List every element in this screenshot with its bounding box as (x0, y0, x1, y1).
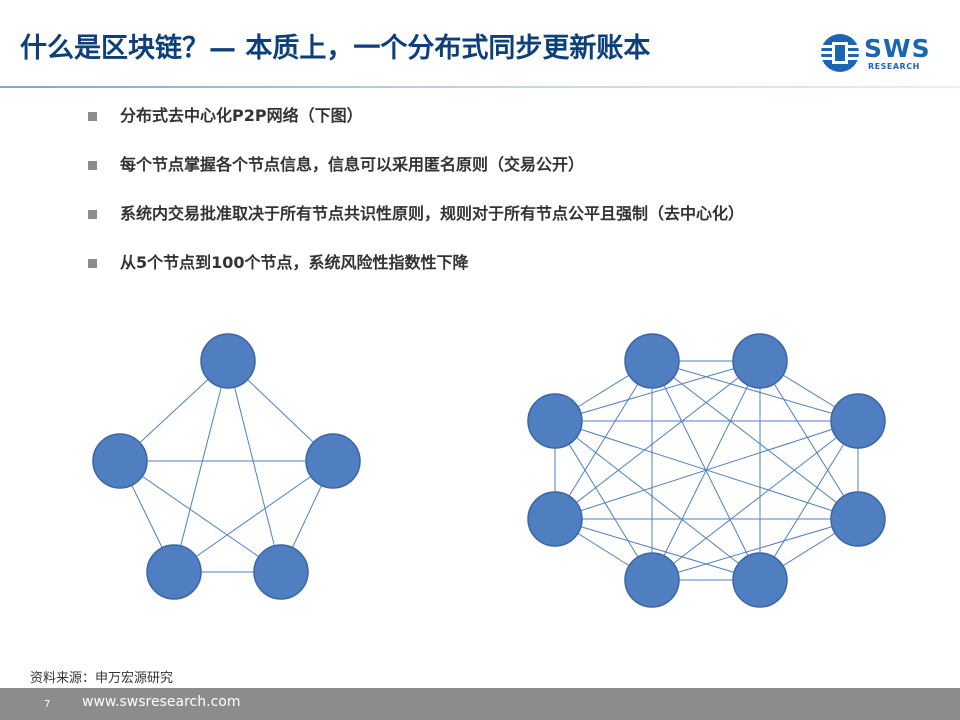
network-edge (651, 420, 859, 581)
network-edge (227, 360, 282, 573)
network-edge (651, 360, 859, 520)
network-edge (554, 360, 653, 520)
network-node (92, 433, 148, 489)
network-edge (651, 360, 859, 422)
network-edge (554, 420, 859, 520)
network-node (253, 544, 309, 600)
bullet-item: 从5个节点到100个节点，系统风险性指数性下降 (88, 251, 744, 300)
network-node (200, 333, 256, 389)
slide-title: 什么是区块链？— 本质上，一个分布式同步更新账本 (20, 33, 651, 64)
network-node (527, 393, 583, 449)
bullet-item: 分布式去中心化P2P网络（下图） (88, 104, 744, 153)
bullet-text: 从5个节点到100个节点，系统风险性指数性下降 (120, 253, 469, 272)
bullet-square-icon (88, 259, 97, 268)
network-edge (759, 360, 859, 520)
logo-wordmark: SWS (864, 34, 931, 63)
logo-subtitle: RESEARCH (868, 62, 920, 71)
bullet-square-icon (88, 161, 97, 170)
network-edge (173, 360, 229, 573)
network-edge (554, 420, 653, 581)
bullet-square-icon (88, 112, 97, 121)
bullet-square-icon (88, 210, 97, 219)
footer-url: www.swsresearch.com (82, 694, 241, 710)
network-edge (119, 460, 282, 573)
page-number: 7 (44, 699, 51, 710)
title-divider (0, 86, 960, 88)
network-node (305, 433, 361, 489)
bullet-list: 分布式去中心化P2P网络（下图） 每个节点掌握各个节点信息，信息可以采用匿名原则… (88, 104, 744, 300)
network-edge (651, 518, 859, 581)
network-edge (554, 518, 761, 581)
sws-logo: SWS RESEARCH (820, 32, 950, 74)
bullet-item: 系统内交易批准取决于所有节点共识性原则，规则对于所有节点公平且强制（去中心化） (88, 202, 744, 251)
network-edge (173, 460, 334, 573)
network-node (624, 333, 680, 389)
footer-bar: 7 www.swsresearch.com (0, 688, 960, 720)
network-node (146, 544, 202, 600)
network-node (830, 491, 886, 547)
network-edge (554, 360, 761, 520)
bullet-text: 分布式去中心化P2P网络（下图） (120, 106, 363, 125)
network-node (527, 491, 583, 547)
source-note: 资料来源：申万宏源研究 (30, 671, 174, 686)
network-node (624, 552, 680, 608)
network-node (732, 552, 788, 608)
bullet-item: 每个节点掌握各个节点信息，信息可以采用匿名原则（交易公开） (88, 153, 744, 202)
sws-logo-icon (821, 34, 859, 72)
network-node (732, 333, 788, 389)
network-node (830, 393, 886, 449)
network-edge (759, 420, 859, 581)
network-edge (554, 420, 761, 581)
network-edge (554, 360, 761, 422)
bullet-text: 系统内交易批准取决于所有节点共识性原则，规则对于所有节点公平且强制（去中心化） (120, 204, 745, 223)
bullet-text: 每个节点掌握各个节点信息，信息可以采用匿名原则（交易公开） (120, 155, 585, 174)
